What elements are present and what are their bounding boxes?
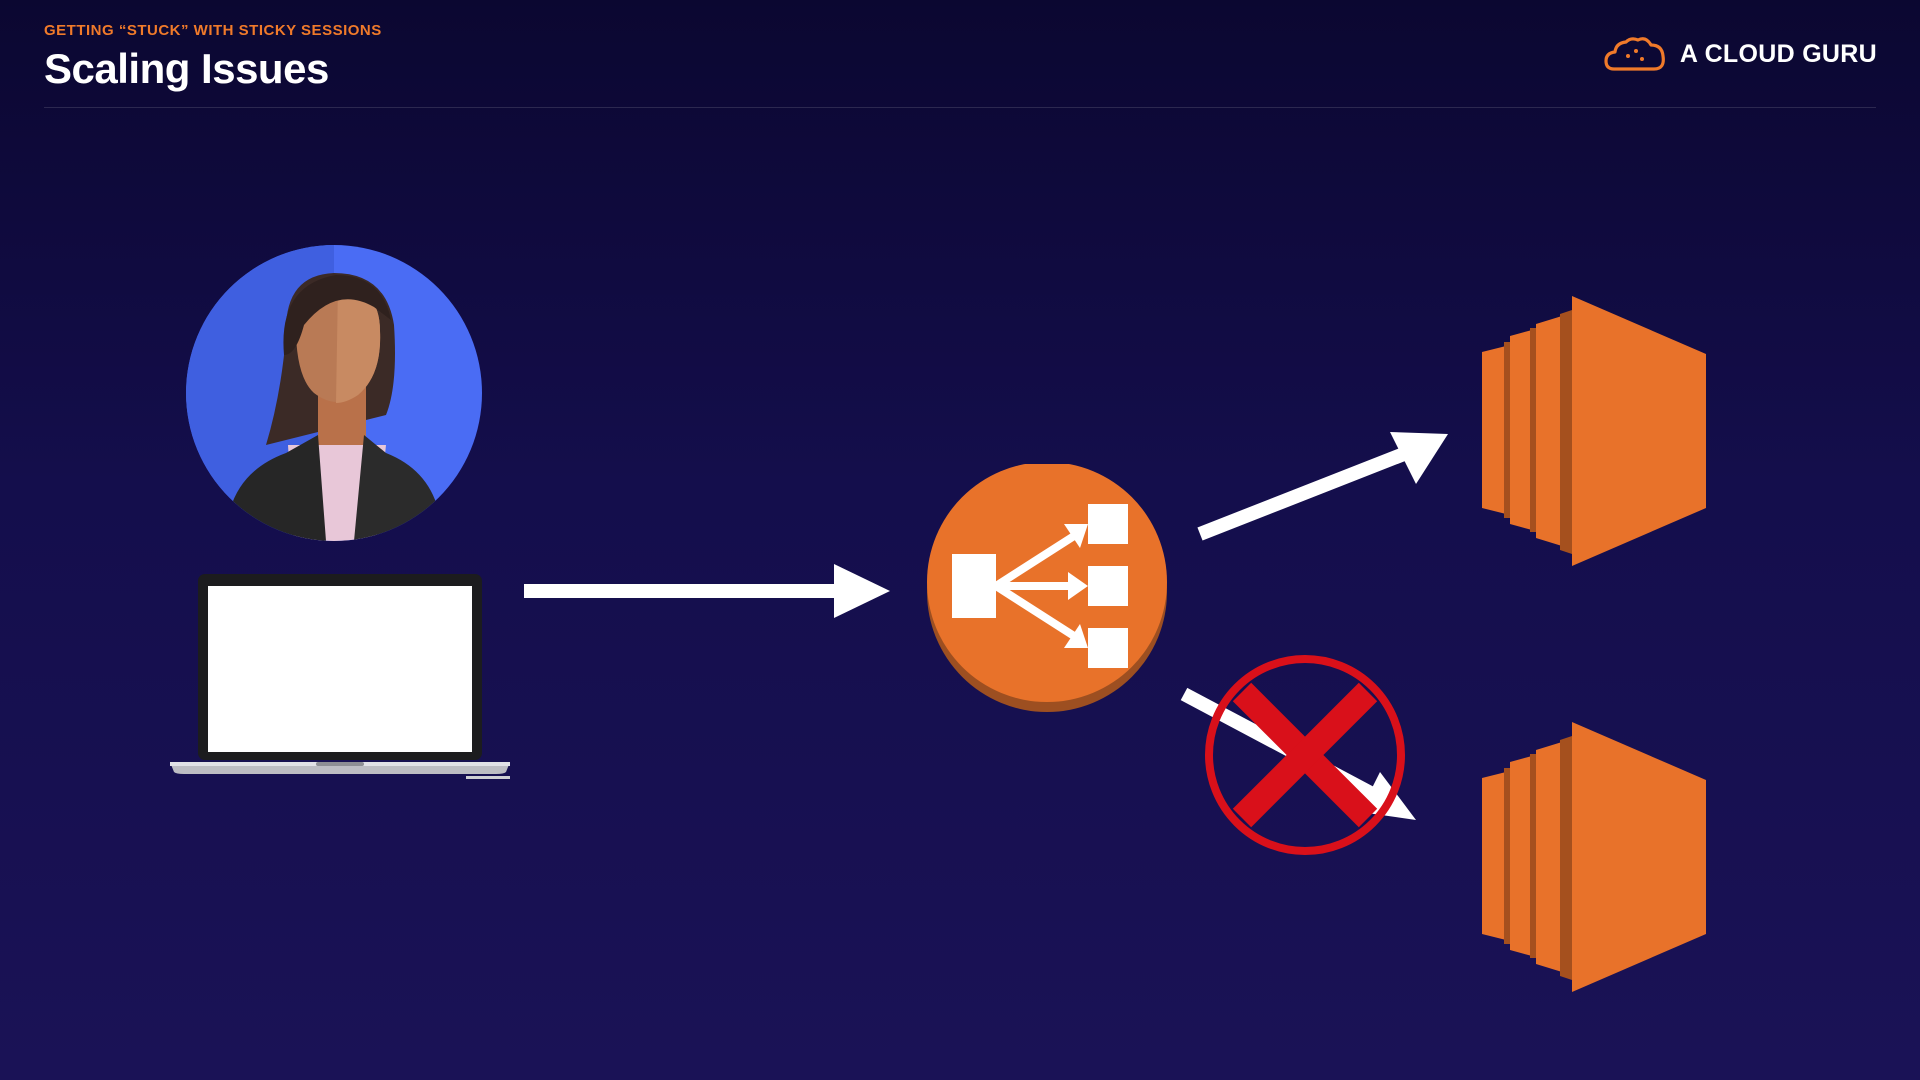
brand-logo: A CLOUD GURU	[1604, 36, 1877, 72]
user-avatar-icon	[186, 245, 482, 541]
arrow-laptop-to-lb	[524, 564, 890, 618]
cloud-icon	[1604, 37, 1665, 71]
arrow-lb-to-instance-1	[1197, 432, 1448, 541]
brand-name: A CLOUD GURU	[1679, 39, 1877, 68]
slide-header: GETTING “STUCK” WITH STICKY SESSIONS Sca…	[44, 22, 382, 93]
header-divider	[44, 107, 1876, 108]
load-balancer-icon	[927, 464, 1167, 712]
ec2-instance-icon	[1482, 296, 1706, 566]
slide-subtitle: GETTING “STUCK” WITH STICKY SESSIONS	[44, 22, 382, 39]
ec2-instance-icon	[1482, 722, 1706, 992]
laptop-icon	[170, 574, 510, 779]
red-x-icon	[1205, 655, 1405, 855]
slide-title: Scaling Issues	[44, 45, 329, 92]
